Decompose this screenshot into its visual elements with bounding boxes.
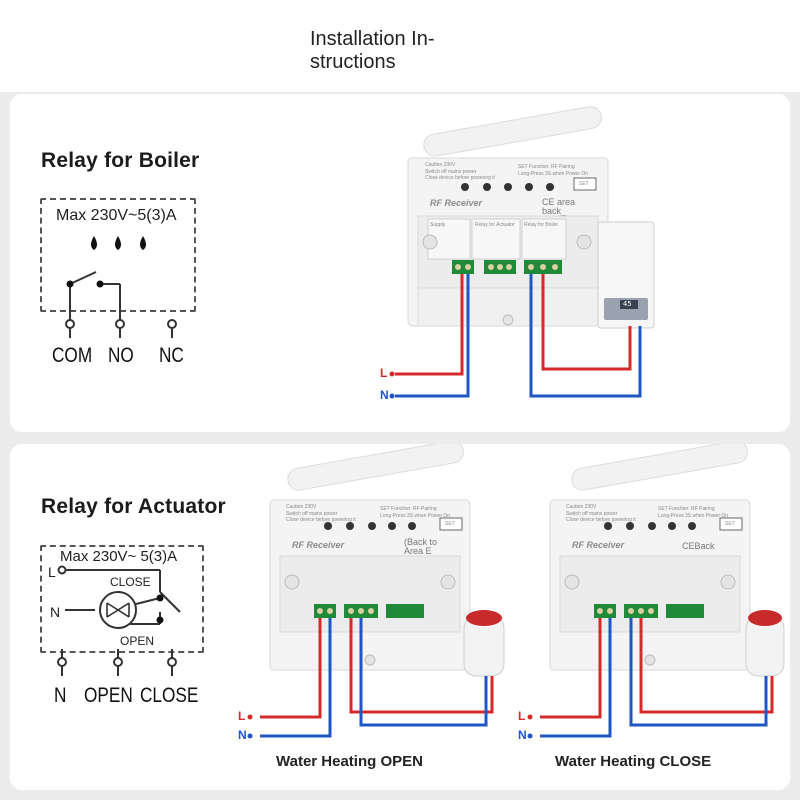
press-text-open-unit: Long-Press 3S when Power On [380,513,451,519]
page-title-line-2: structions [310,51,396,73]
boiler-schematic-symbols [65,236,177,338]
wire-label-live-open-unit: L [238,709,246,723]
rf-receiver-brand: RF Receiver [430,198,483,208]
page-header: Installation In- structions [0,0,800,92]
warning-line-2-open-unit: Close device before powering it [286,517,356,523]
water-drop-icon [91,236,146,250]
page-title-line-1: Installation In- [310,28,435,50]
wire-label-neutral-open-unit: N [238,728,247,742]
caution-text-open-unit: Caution 230V [286,504,317,510]
rf-receiver-brand-open-unit: RF Receiver [292,540,345,550]
function-text-open-unit: SET Function: RF Pairing [380,506,437,512]
actuator-heading: Relay for Actuator [41,495,226,518]
actuator-receiver-open-device [247,444,505,739]
wire-label-live-close-unit: L [518,709,526,723]
boiler-rating: Max 230V~5(3)A [56,207,177,224]
boiler-heading: Relay for Boiler [41,149,200,172]
actuator-rating: Max 230V~ 5(3)A [60,548,178,565]
terminal-label-com: COM [52,344,93,367]
boiler-panel: Relay for Boiler Max 230V~5(3)A [10,94,790,432]
actuator-schematic-symbols [57,565,181,676]
page-title: Installation In- structions [310,28,470,74]
boiler-schematic-frame [40,198,196,312]
set-button-close-unit: SET [725,521,735,527]
ce-marking-text-close-unit: CEBack [682,541,715,551]
ce-marking-text-open-unit: (Back to Area E [404,537,438,556]
supply-label: Supply [430,222,446,228]
coil-label-open: OPEN [120,634,155,648]
caution-text: Caution 230V [425,162,456,168]
warning-line-1-close-unit: Switch off mains power [566,511,618,517]
terminal-label-open: OPEN [84,684,133,707]
ce-marking-text: CE area back_ [542,197,576,216]
rf-receiver-brand-close-unit: RF Receiver [572,540,625,550]
warning-line-1: Switch off mains power [425,169,477,175]
caption-water-heating-close: Water Heating CLOSE [555,753,712,770]
relay-pivot-dot [66,280,74,288]
warning-line-2: Close device before powering it [425,175,495,181]
coil-label-close: CLOSE [110,575,151,589]
boiler-receiver-device [389,106,655,399]
actuator-panel: Relay for Actuator Max 230V~ 5(3)A L N C… [10,444,790,790]
caution-text-close-unit: Caution 230V [566,504,597,510]
warning-line-1-open-unit: Switch off mains power [286,511,338,517]
wire-label-neutral: N [380,388,389,402]
actuator-relay-label: Relay for Actuator [475,222,515,228]
coil-label-live: L [48,564,56,580]
actuator-schematic-frame [40,545,204,653]
warning-line-2-close-unit: Close device before powering it [566,517,636,523]
function-text-close-unit: SET Function: RF Pairing [658,506,715,512]
wire-label-live: L [380,366,388,380]
caption-water-heating-open: Water Heating OPEN [276,753,423,770]
terminal-label-no: NO [108,344,134,367]
wire-label-neutral-close-unit: N [518,728,527,742]
terminal-label-n: N [54,684,67,707]
relay-switch-icon [69,271,121,310]
terminal-label-close: CLOSE [140,684,199,707]
press-text: Long-Press 3S when Power On [518,171,589,177]
boiler-display-value: 45 [623,300,632,308]
set-button-open-unit: SET [445,521,455,527]
actuator-receiver-close-device [527,444,785,739]
boiler-terminal-symbols [65,310,177,338]
terminal-label-nc: NC [159,344,184,367]
press-text-close-unit: Long-Press 3S when Power On [658,513,729,519]
coil-label-neutral: N [50,604,61,620]
relay-contact-dot [96,280,104,288]
set-button: SET [579,181,589,187]
boiler-relay-label: Relay for Boiler [524,222,559,228]
function-text: SET Function: RF Pairing [518,164,575,170]
